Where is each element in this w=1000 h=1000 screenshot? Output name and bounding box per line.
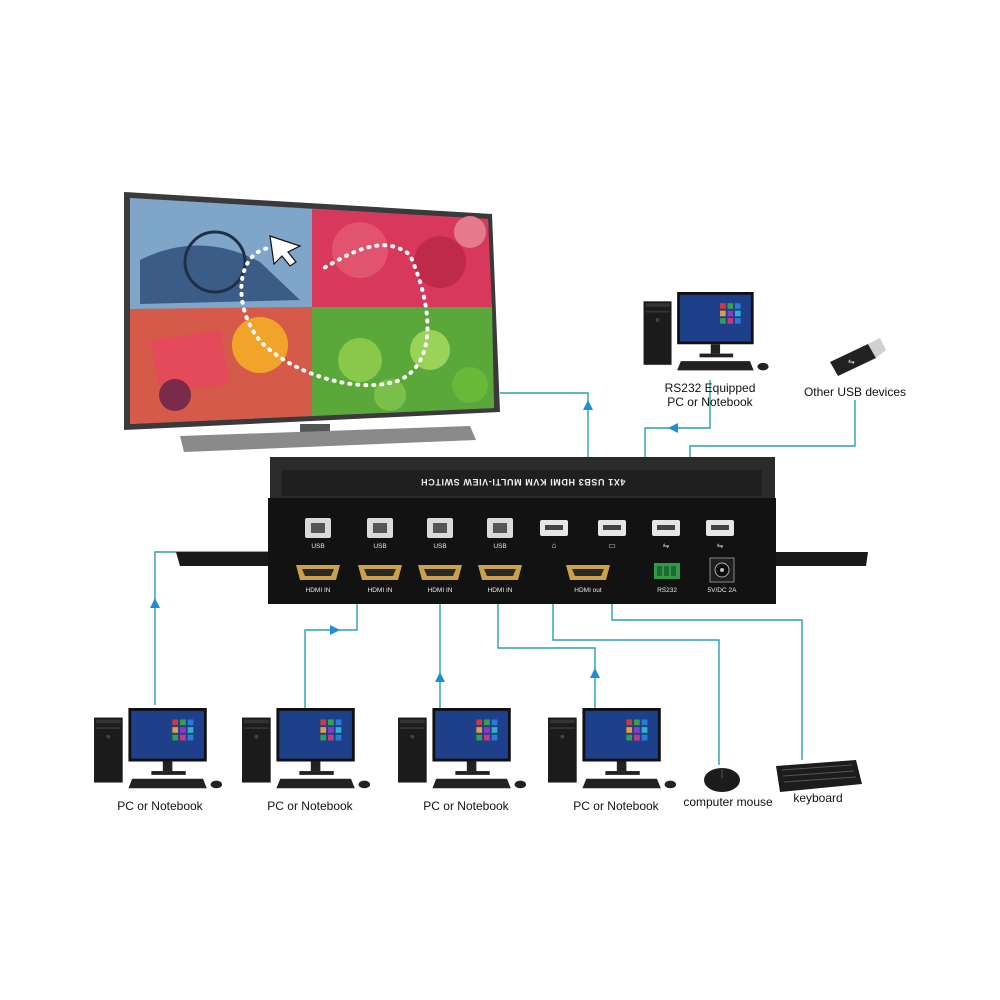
svg-text:USB: USB	[433, 543, 446, 550]
pc-1-label: PC or Notebook	[117, 799, 203, 813]
usb-port-3[interactable]: USB	[427, 518, 453, 550]
usb-port-2[interactable]: USB	[367, 518, 393, 550]
computer-mouse: computer mouse	[683, 768, 773, 809]
switch-front-panel	[268, 498, 776, 604]
mouse-cursor-icon	[269, 235, 302, 267]
tv-quad-leaves	[312, 307, 494, 416]
pc-4: PC or Notebook	[548, 708, 677, 813]
hdmi-in-port-1[interactable]: HDMI IN	[296, 565, 340, 594]
rs232-pc: RS232 Equipped PC or Notebook	[643, 292, 769, 409]
switch-title: 4X1 USB3 HDMI KVM MULTI-VIEW SWITCH	[421, 477, 626, 487]
usb-a-port-mouse[interactable]: ⌂	[540, 520, 568, 550]
pc-4-label: PC or Notebook	[573, 799, 659, 813]
hdmi-in-port-3[interactable]: HDMI IN	[418, 565, 462, 594]
keyboard-icon: ▭	[608, 541, 616, 550]
usb-a-port-keyboard[interactable]: ▭	[598, 520, 626, 550]
keyboard-label: keyboard	[793, 791, 842, 805]
arrow-left-icon	[668, 423, 678, 433]
rs232-pc-label-line1: RS232 Equipped	[665, 381, 756, 395]
computer-mouse-icon	[704, 768, 740, 792]
svg-text:HDMI IN: HDMI IN	[306, 587, 331, 594]
arrow-right-icon	[330, 625, 340, 635]
signal-arrows	[150, 400, 678, 682]
pc-2: PC or Notebook	[242, 708, 371, 813]
pc-2-label: PC or Notebook	[267, 799, 353, 813]
usb-devices-label: Other USB devices	[804, 385, 906, 399]
mouse-icon: ⌂	[552, 541, 557, 550]
usb-icon: ⇋	[663, 541, 670, 550]
svg-text:USB: USB	[311, 543, 324, 550]
usb-a-port-hub-1[interactable]: ⇋	[652, 520, 680, 550]
arrow-up-icon	[150, 598, 160, 608]
arrow-up-icon	[583, 400, 593, 410]
keyboard: keyboard	[776, 760, 862, 805]
hdmi-out-port[interactable]: HDMI out	[566, 565, 610, 594]
usb-a-port-hub-2[interactable]: ⇋	[706, 520, 734, 550]
power-jack[interactable]: 5V/DC 2A	[708, 557, 738, 594]
svg-text:HDMI IN: HDMI IN	[428, 587, 453, 594]
svg-text:RS232: RS232	[657, 587, 677, 594]
mouse-label: computer mouse	[683, 795, 773, 809]
svg-text:USB: USB	[493, 543, 506, 550]
pc-1: PC or Notebook	[94, 708, 223, 813]
svg-text:⇋: ⇋	[848, 357, 855, 366]
rs232-port[interactable]: RS232	[654, 563, 680, 594]
mount-ear-left	[176, 552, 270, 566]
kvm-switch: 4X1 USB3 HDMI KVM MULTI-VIEW SWITCH USB …	[176, 457, 868, 604]
arrow-up-icon	[435, 672, 445, 682]
arrow-up-icon	[590, 668, 600, 678]
svg-text:5V/DC 2A: 5V/DC 2A	[708, 587, 738, 594]
mount-ear-right	[775, 552, 868, 566]
usb-port-4[interactable]: USB	[487, 518, 513, 550]
keyboard-device-icon	[776, 760, 862, 792]
rs232-pc-label-line2: PC or Notebook	[667, 395, 753, 409]
svg-text:HDMI IN: HDMI IN	[368, 587, 393, 594]
svg-text:HDMI IN: HDMI IN	[488, 587, 513, 594]
hdmi-in-port-4[interactable]: HDMI IN	[478, 565, 522, 594]
svg-text:USB: USB	[373, 543, 386, 550]
usb-icon: ⇋	[717, 541, 724, 550]
usb-flash-drive-icon: ⇋	[830, 338, 886, 376]
pc-3: PC or Notebook	[398, 708, 527, 813]
hdmi-in-port-2[interactable]: HDMI IN	[358, 565, 402, 594]
svg-text:HDMI out: HDMI out	[574, 587, 602, 594]
usb-port-1[interactable]: USB	[305, 518, 331, 550]
pc-3-label: PC or Notebook	[423, 799, 509, 813]
tv-monitor	[124, 192, 500, 452]
